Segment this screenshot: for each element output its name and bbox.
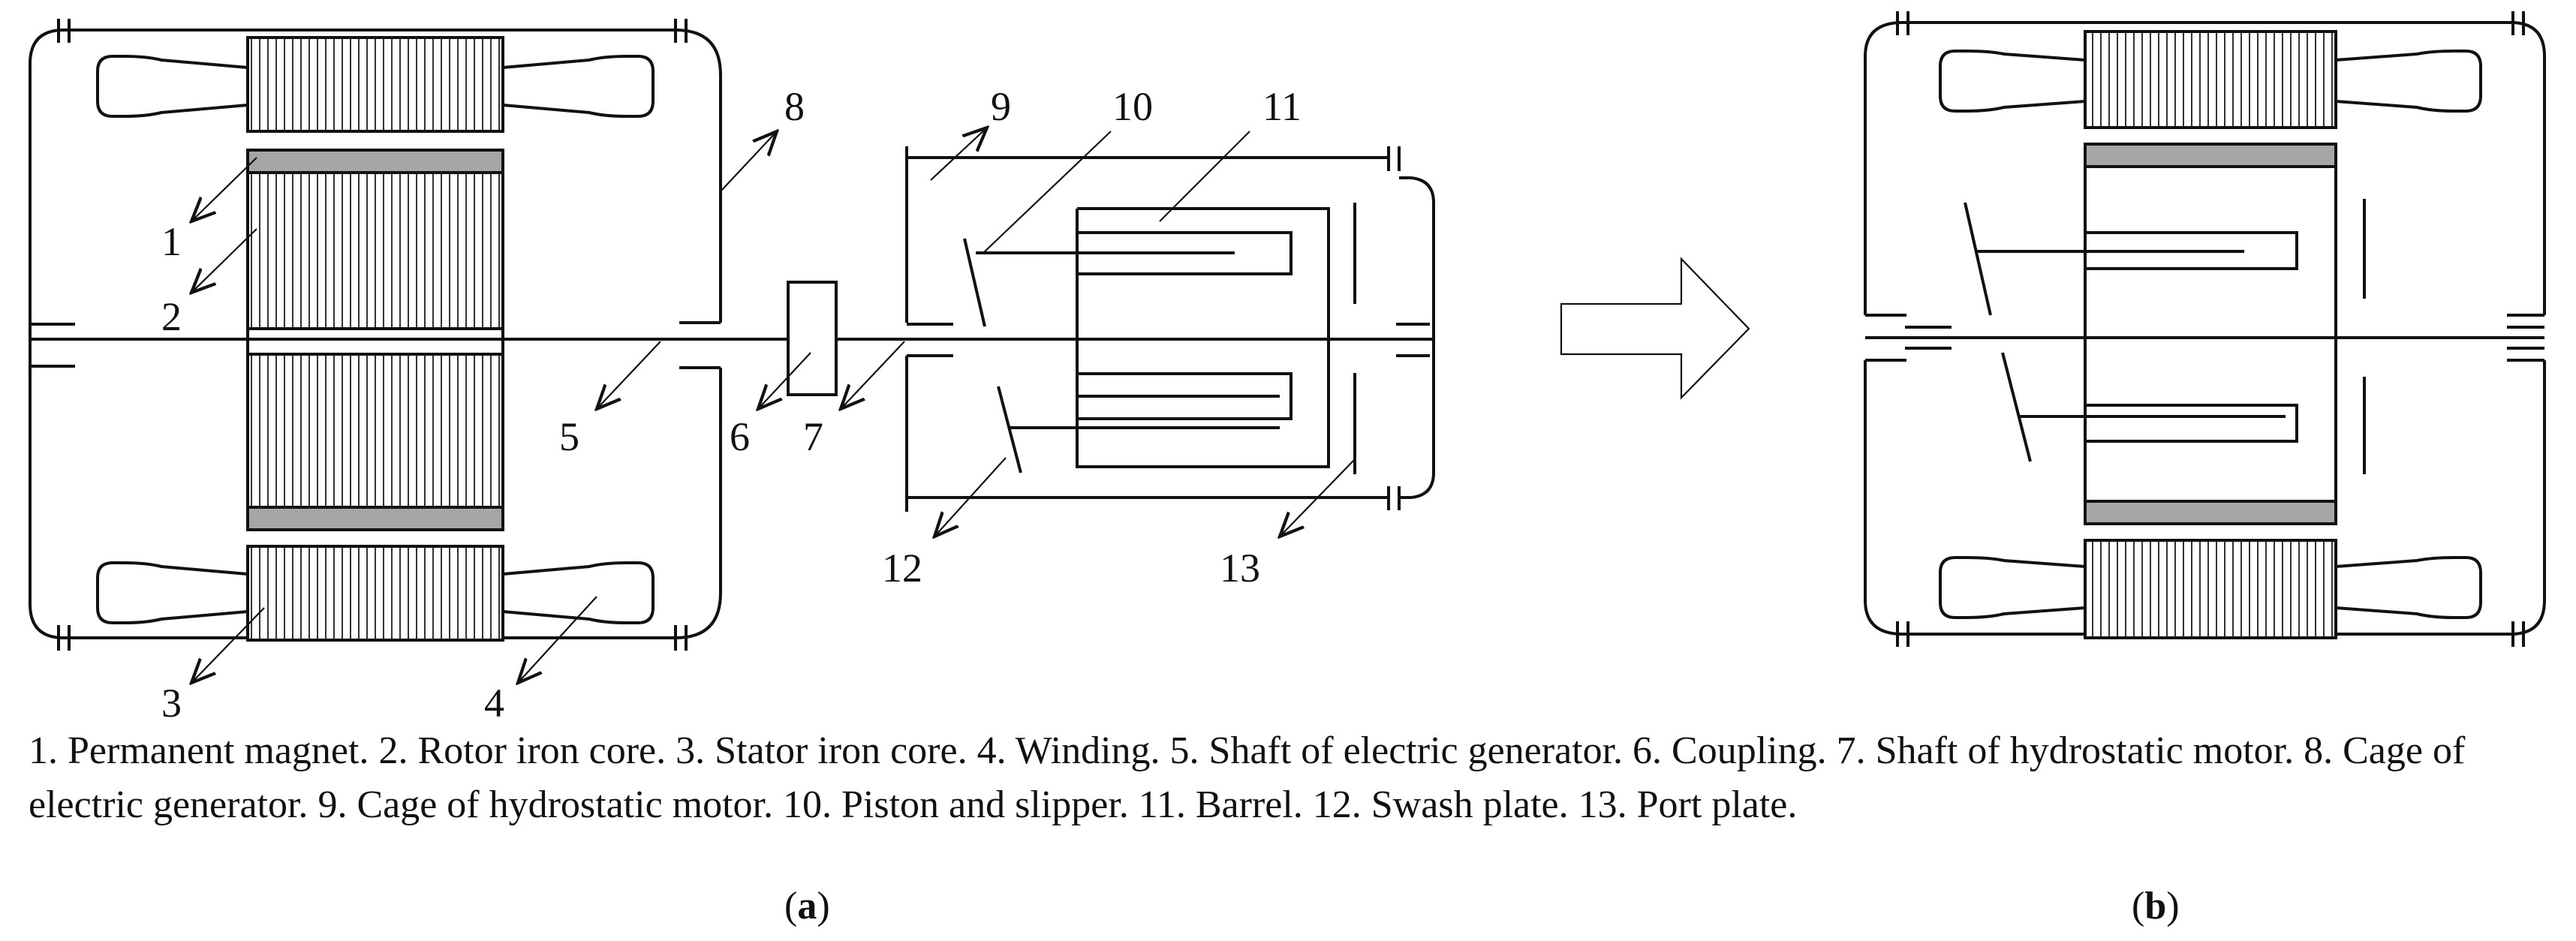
label-11: 11 <box>1262 84 1302 129</box>
caption-item: 8. Cage of electric generator. <box>29 729 2466 826</box>
label-9: 9 <box>991 84 1011 129</box>
caption-item: 10. Piston and slipper. <box>783 783 1129 826</box>
caption-item: 13. Port plate. <box>1578 783 1798 826</box>
caption-item: 2. Rotor iron core. <box>378 729 667 772</box>
label-2: 2 <box>161 294 182 339</box>
label-8: 8 <box>784 84 805 129</box>
label-10: 10 <box>1112 84 1153 129</box>
caption-item: 1. Permanent magnet. <box>29 729 369 772</box>
caption-item: 4. Winding. <box>977 729 1160 772</box>
caption-item: 6. Coupling. <box>1633 729 1827 772</box>
subfigure-label-b: (b) <box>2132 885 2180 927</box>
subfigure-label-a: (a) <box>784 885 830 927</box>
rotor-core-bottom <box>246 353 504 509</box>
winding-ends <box>96 55 655 624</box>
diagram-canvas: 1 2 3 4 5 6 7 8 9 10 11 12 13 <box>29 11 2546 726</box>
motor-cage <box>905 146 1435 512</box>
label-12: 12 <box>882 546 922 591</box>
label-4: 4 <box>484 681 504 720</box>
caption-item: 12. Swash plate. <box>1312 783 1569 826</box>
caption-item: 7. Shaft of hydrostatic motor. <box>1836 729 2295 772</box>
swash-plate-lower <box>997 386 1022 474</box>
caption-item: 3. Stator iron core. <box>676 729 968 772</box>
permanent-magnet-top <box>246 149 504 174</box>
coupling <box>787 281 838 396</box>
swash-plate-upper <box>963 238 986 327</box>
caption-item: 5. Shaft of electric generator. <box>1169 729 1624 772</box>
stator-core-bottom <box>246 545 504 642</box>
caption-item: 11. Barrel. <box>1138 783 1303 826</box>
leader-arrows <box>191 128 1356 683</box>
transition-arrow-icon <box>1560 257 1750 400</box>
figure-caption: 1. Permanent magnet. 2. Rotor iron core.… <box>29 724 2558 832</box>
subfigure-b-drawing <box>1864 11 2546 647</box>
rotor-core-top <box>246 171 504 330</box>
label-5: 5 <box>559 414 579 459</box>
generator-cage <box>29 19 722 651</box>
caption-item: 9. Cage of hydrostatic motor. <box>317 783 773 826</box>
label-7: 7 <box>803 414 823 459</box>
subfigure-a-drawing: 1 2 3 4 5 6 7 8 9 10 11 12 13 <box>29 19 1435 726</box>
permanent-magnet-bottom <box>246 506 504 531</box>
label-13: 13 <box>1220 546 1260 591</box>
stator-core-top <box>246 36 504 133</box>
label-3: 3 <box>161 681 182 720</box>
label-1: 1 <box>161 219 182 264</box>
label-6: 6 <box>730 414 750 459</box>
barrel <box>1076 207 1330 468</box>
